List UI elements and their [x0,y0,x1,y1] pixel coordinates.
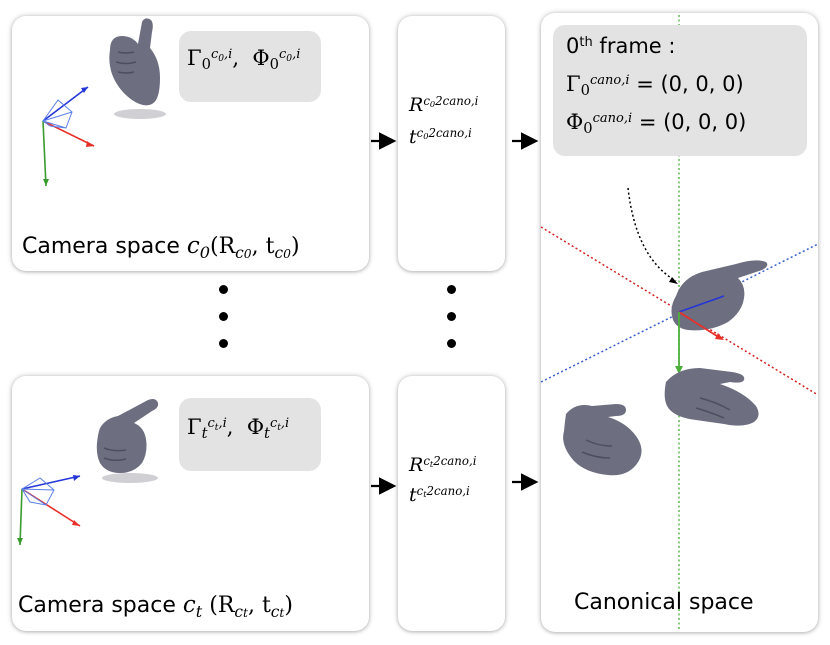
canonical-frame-heading: 0th frame : [566,34,676,58]
transform-bottom-rotation: Rct2cano,i [409,453,477,476]
pose-params-top: Γ0c0,i, Φ0c0,i [187,46,301,74]
canonical-phi-row: Φ0cano,i = (0, 0, 0) [566,110,747,138]
ellipsis-dot [219,339,228,348]
hand-mesh-top-icon [109,18,166,119]
canonical-gamma-row: Γ0cano,i = (0, 0, 0) [566,72,744,100]
camera-space-bottom-title: Camera space ct (Rct, tct) [18,592,293,621]
param-box-canonical [553,25,807,156]
transform-bottom-panel [398,376,505,631]
pose-params-bottom: Γtct,i, Φtct,i [187,415,290,443]
camera-space-top-title: Camera space c0(Rc0, tc0) [22,233,300,262]
canonical-hand-left-icon [563,404,642,476]
param-box-bottom [179,398,321,471]
ellipsis-dot [447,285,456,294]
ellipsis-dot [219,312,228,321]
transform-top-rotation: Rc02cano,i [409,93,479,116]
camera-axes-bottom-icon [17,475,81,546]
transform-top-panel [398,16,505,271]
canonical-hand-right-icon [664,368,759,426]
canonical-hand-origin-icon [671,260,768,374]
canonical-space-title: Canonical space [574,590,754,615]
ellipsis-dot [447,312,456,321]
ellipsis-dot [447,339,456,348]
ellipsis-dot [219,285,228,294]
camera-axes-top-icon [42,86,95,187]
hand-mesh-bottom-icon [96,399,159,483]
param-box-top [179,31,321,102]
transform-top-translation: tc02cano,i [409,125,472,148]
transform-bottom-translation: tct2cano,i [409,483,470,506]
